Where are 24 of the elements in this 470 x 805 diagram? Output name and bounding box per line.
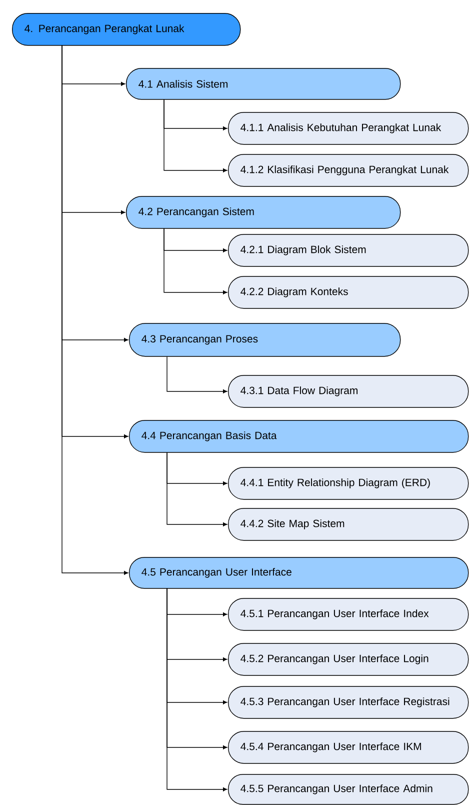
connector-arrow xyxy=(62,45,128,575)
connector-arrow xyxy=(164,228,228,294)
subsection-box: 4.4.2 Site Map Sistem xyxy=(228,508,469,541)
connector-arrow xyxy=(166,452,228,526)
subsection-box: 4.3.1 Data Flow Diagram xyxy=(228,375,469,408)
section-box: 4.3 Perancangan Proses xyxy=(129,323,401,357)
subsection-box: 4.1.2 Klasifikasi Pengguna Perangkat Lunak xyxy=(228,154,469,187)
subsection-box: 4.5.5 Perancangan User Interface Admin xyxy=(228,774,469,805)
subsection-box: 4.5.2 Perancangan User Interface Login xyxy=(228,643,469,676)
section-box: 4.4 Perancangan Basis Data xyxy=(129,420,469,453)
subsection-box: 4.2.2 Diagram Konteks xyxy=(228,276,469,309)
section-box: 4.1 Analisis Sistem xyxy=(126,68,401,100)
subsection-box: 4.4.1 Entity Relationship Diagram (ERD) xyxy=(228,467,469,500)
subsection-box: 4.5.1 Perancangan User Interface Index xyxy=(228,598,469,631)
section-box: 4.5 Perancangan User Interface xyxy=(129,557,469,589)
subsection-box: 4.5.4 Perancangan User Interface IKM xyxy=(228,731,469,764)
connector-arrow xyxy=(164,99,228,172)
root-box: 4. Perancangan Perangkat Lunak xyxy=(12,13,241,46)
section-box: 4.2 Perancangan Sistem xyxy=(126,196,401,229)
subsection-box: 4.2.1 Diagram Blok Sistem xyxy=(228,234,469,267)
subsection-box: 4.1.1 Analisis Kebutuhan Perangkat Lunak xyxy=(228,112,469,145)
connector-arrow xyxy=(166,356,228,394)
connector-arrow xyxy=(166,588,228,792)
subsection-box: 4.5.3 Perancangan User Interface Registrasi xyxy=(228,686,469,719)
